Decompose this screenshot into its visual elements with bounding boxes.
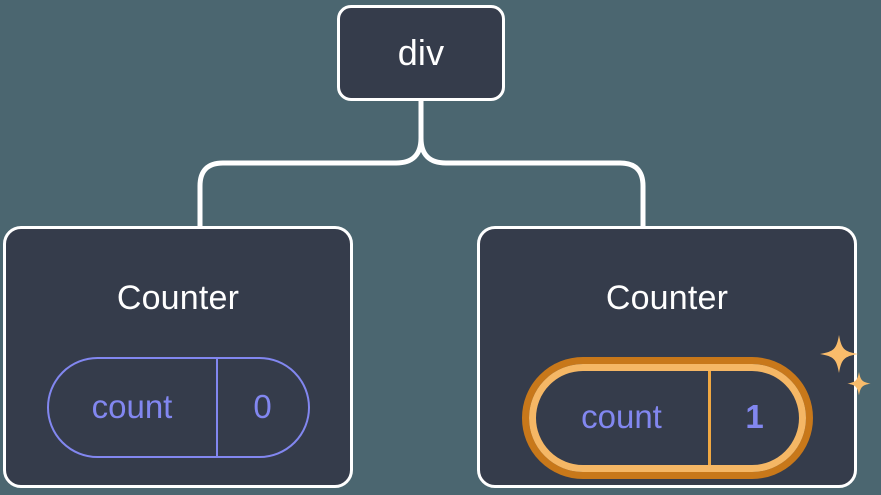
counter-left-title: Counter bbox=[116, 279, 240, 317]
state-pill-count-right[interactable]: count 1 bbox=[528, 364, 806, 472]
state-pill-count-left[interactable]: count 0 bbox=[46, 357, 310, 458]
state-value-label: 0 bbox=[215, 359, 308, 456]
counter-right-state-wrap: count 1 bbox=[521, 335, 871, 479]
counter-left-state-wrap: count 0 bbox=[46, 357, 310, 458]
state-key-label: count bbox=[91, 387, 173, 425]
root-node-label: div bbox=[397, 32, 445, 73]
tree-node-counter-right[interactable]: Counter count 1 bbox=[477, 226, 871, 488]
tree-node-root[interactable]: div bbox=[337, 5, 505, 101]
sparkle-large-icon bbox=[819, 335, 858, 373]
state-pill-count-right-highlight[interactable]: count 1 bbox=[521, 357, 813, 479]
state-value-label: 1 bbox=[707, 371, 799, 465]
tree-node-counter-left[interactable]: Counter count 0 bbox=[3, 226, 353, 488]
state-key-label: count bbox=[581, 398, 662, 435]
counter-right-title: Counter bbox=[605, 279, 729, 317]
